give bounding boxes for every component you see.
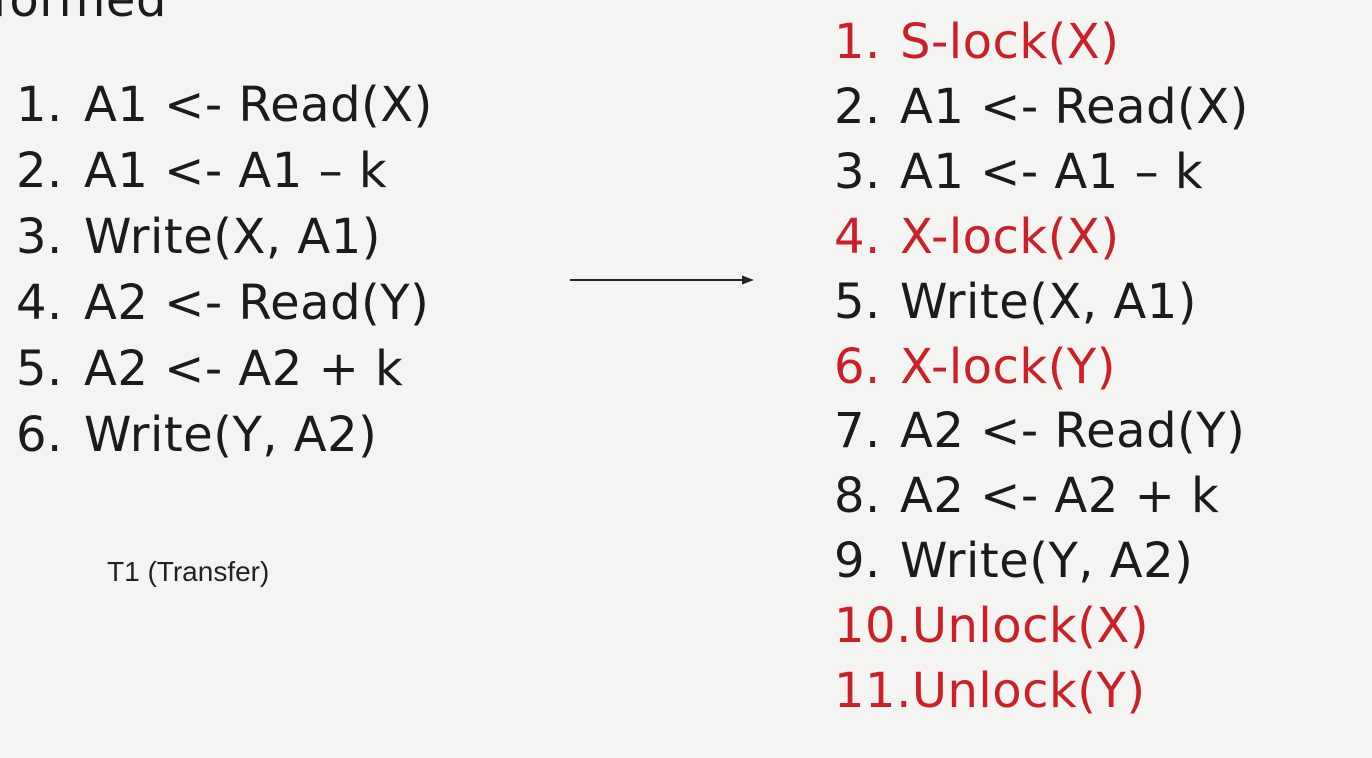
list-item: 2. A1 <- A1 – k [16, 138, 433, 204]
list-item: 4. X-lock(X) [834, 205, 1249, 270]
list-item: 1. S-lock(X) [834, 10, 1249, 75]
list-item: 6. X-lock(Y) [834, 335, 1249, 400]
step-number: 5. [834, 273, 881, 330]
list-item: 2. A1 <- Read(X) [834, 75, 1249, 140]
list-item: 5. A2 <- A2 + k [16, 336, 433, 402]
step-text: A2 <- Read(Y) [84, 275, 430, 331]
step-text: Write(X, A1) [900, 273, 1197, 330]
step-number: 8. [834, 468, 881, 525]
step-text: Unlock(X) [911, 598, 1150, 655]
step-number: 6. [834, 338, 881, 395]
step-number: 3. [16, 209, 63, 265]
list-item: 1. A1 <- Read(X) [16, 72, 433, 138]
locked-transaction-steps: 1. S-lock(X) 2. A1 <- Read(X) 3. A1 <- A1 –… [834, 10, 1249, 724]
list-item: 9. Write(Y, A2) [834, 529, 1249, 594]
step-text: X-lock(Y) [900, 338, 1116, 395]
step-number: 4. [16, 275, 63, 331]
step-text: A2 <- Read(Y) [900, 403, 1246, 460]
slide-heading-fragment: formed [0, 0, 167, 28]
step-number: 11. [834, 663, 912, 720]
step-text: A1 <- A1 – k [84, 143, 388, 199]
list-item: 3. A1 <- A1 – k [834, 140, 1249, 205]
step-text: A2 <- A2 + k [84, 341, 404, 397]
list-item: 6. Write(Y, A2) [16, 402, 433, 468]
right-arrow-icon [570, 275, 754, 285]
step-number: 2. [16, 143, 63, 199]
original-transaction-steps: 1. A1 <- Read(X) 2. A1 <- A1 – k 3. Write(X… [16, 72, 433, 468]
step-number: 3. [834, 143, 881, 200]
transaction-caption: T1 (Transfer) [107, 556, 270, 587]
step-number: 1. [834, 14, 881, 70]
step-text: Unlock(Y) [911, 663, 1146, 720]
step-text: A2 <- A2 + k [900, 468, 1220, 525]
step-text: A1 <- Read(X) [900, 78, 1249, 135]
list-item: 4. A2 <- Read(Y) [16, 270, 433, 336]
step-text: A1 <- Read(X) [84, 77, 433, 133]
list-item: 10.Unlock(X) [834, 594, 1249, 659]
step-number: 9. [834, 533, 881, 590]
step-number: 1. [16, 77, 63, 133]
list-item: 3. Write(X, A1) [16, 204, 433, 270]
step-number: 6. [16, 407, 63, 463]
step-text: A1 <- A1 – k [900, 143, 1204, 200]
list-item: 5. Write(X, A1) [834, 270, 1249, 335]
step-text: Write(Y, A2) [84, 407, 378, 463]
list-item: 11.Unlock(Y) [834, 659, 1249, 724]
step-number: 10. [834, 598, 912, 655]
step-number: 4. [834, 208, 881, 265]
step-text: S-lock(X) [900, 14, 1120, 70]
list-item: 8. A2 <- A2 + k [834, 464, 1249, 529]
step-text: Write(X, A1) [84, 209, 381, 265]
step-number: 5. [16, 341, 63, 397]
step-text: X-lock(X) [900, 208, 1120, 265]
step-number: 2. [834, 78, 881, 135]
step-number: 7. [834, 403, 881, 460]
list-item: 7. A2 <- Read(Y) [834, 399, 1249, 464]
step-text: Write(Y, A2) [900, 533, 1194, 590]
